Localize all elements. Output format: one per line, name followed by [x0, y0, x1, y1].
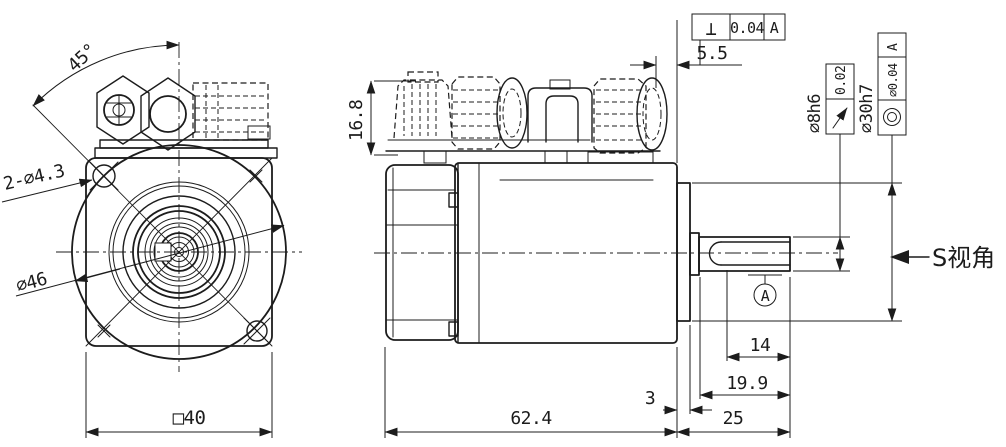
dim-62_4-label: 62.4: [510, 408, 551, 429]
view-direction: S视角: [890, 244, 995, 272]
side-view: A S视角: [374, 71, 995, 344]
connector-housing-left: [393, 71, 453, 139]
connector-housing-middle: [527, 79, 593, 143]
dim-19_9: 19.9: [699, 277, 791, 400]
dim-25-label: 25: [723, 408, 744, 429]
connector-pedestal: [587, 151, 654, 164]
dim-14: 14: [726, 270, 791, 362]
dim-square-label: □40: [173, 407, 206, 429]
hole-center-mark-top-right: [249, 169, 263, 183]
shaft: [698, 236, 791, 272]
dim-19_9-label: 19.9: [726, 373, 767, 394]
dim-3-label: 3: [645, 388, 655, 409]
connector-hidden-block: [192, 82, 271, 141]
dim-spigot-diameter: ∅30h7 ∅0.04 A: [692, 32, 907, 322]
connector-barrel-left: [451, 76, 528, 150]
gdt-runout-frame: 0.02: [825, 63, 855, 135]
side-connectors: [385, 71, 668, 164]
shaft-diameter-label: ∅8h6: [805, 94, 825, 133]
dim-5_5-label: 5.5: [696, 43, 727, 64]
dim-5_5: 5.5: [630, 20, 742, 163]
dim-25: 25: [676, 277, 791, 438]
gdt-perpendicularity-frame: ⊥ 0.04 A: [691, 13, 786, 65]
spigot-diameter-label: ∅30h7: [857, 84, 877, 133]
view-direction-label: S视角: [932, 244, 995, 272]
front-centerlines: [32, 42, 302, 372]
dim-62_4: 62.4: [384, 347, 678, 438]
gdt-concentricity-frame: ∅0.04 A: [877, 32, 907, 136]
perpendicularity-icon: ⊥: [706, 18, 717, 40]
hole-center-mark-bottom-left: [97, 324, 111, 338]
shaft-keyway-side: [708, 241, 791, 266]
dim-3: 3: [645, 325, 712, 415]
concentricity-tolerance: ∅0.04: [886, 63, 900, 97]
circular-runout-icon: [832, 107, 848, 129]
side-view-dimensions: 16.8 5.5 ⊥ 0.04 A 62.4: [346, 13, 907, 438]
perpendicularity-tolerance: 0.04: [730, 19, 765, 37]
connector-barrel-right: [593, 77, 668, 154]
concentricity-icon: [883, 108, 901, 126]
datum-a-label: A: [761, 287, 770, 305]
dim-16_8-label: 16.8: [346, 100, 367, 141]
perpendicularity-datum: A: [770, 19, 779, 37]
concentricity-datum: A: [886, 43, 901, 51]
datum-a-symbol: A: [748, 274, 782, 307]
runout-tolerance: 0.02: [834, 66, 849, 95]
dim-16_8: 16.8: [346, 80, 416, 156]
dim-shaft-diameter: ∅8h6 0.02: [793, 63, 855, 272]
dim-14-label: 14: [750, 335, 771, 356]
connector-base-plate: [385, 139, 661, 164]
view-direction-arrow: [890, 250, 909, 264]
front-view: [32, 42, 302, 372]
dim-square-40: □40: [85, 352, 273, 438]
